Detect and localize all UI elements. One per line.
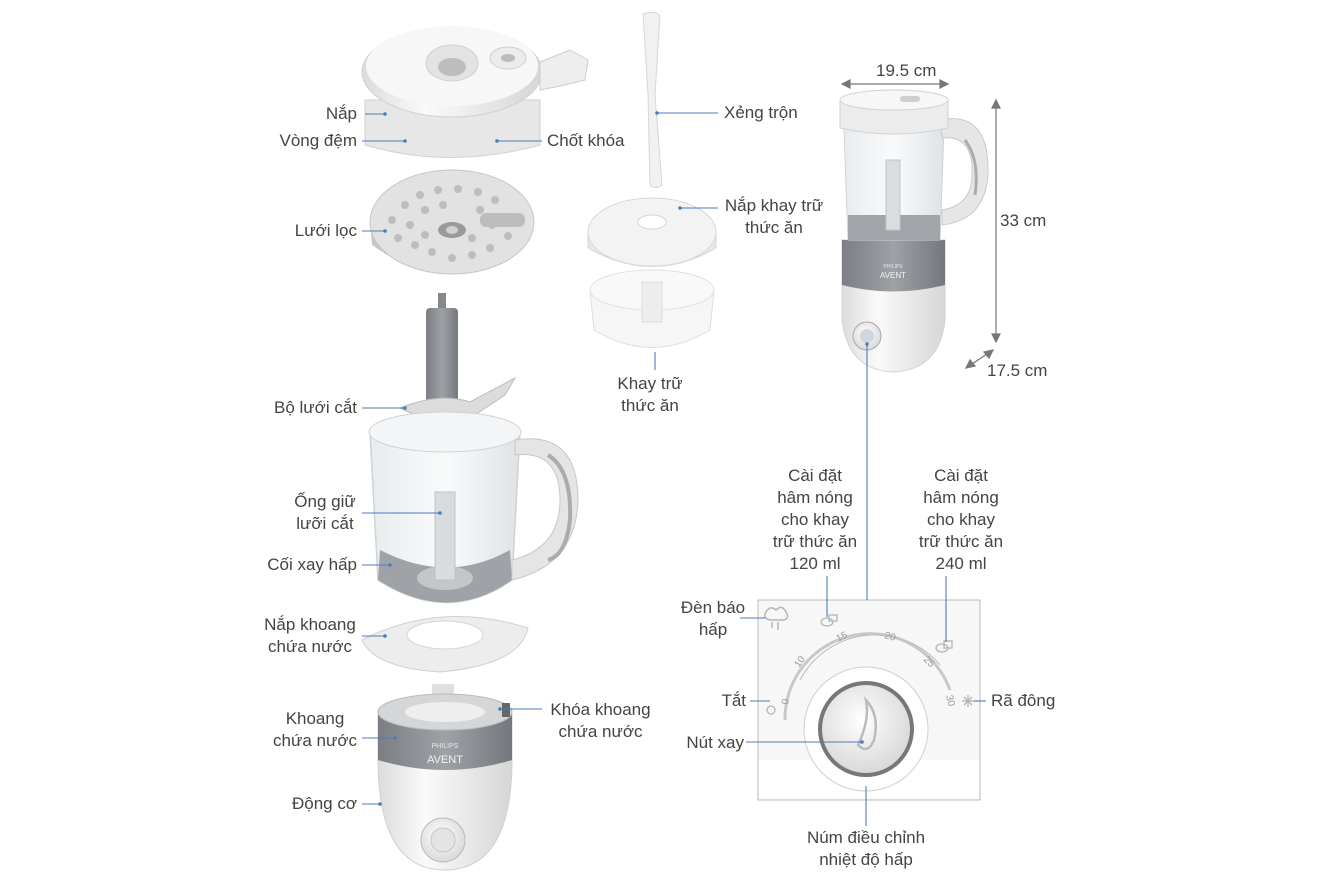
label-setting-120-line2: hâm nóng: [777, 488, 853, 507]
label-water-tank-lock-line1: Khóa khoang: [550, 700, 651, 719]
label-water-tank-line1: Khoang: [285, 709, 345, 728]
strainer: [369, 169, 535, 275]
label-lid: Nắp: [325, 104, 357, 123]
dimension-depth: 17.5 cm: [987, 361, 1048, 380]
brand-logo: AVENT: [427, 754, 463, 766]
label-storage-tray: Khay trữ thức ăn: [600, 373, 700, 417]
label-tray-lid-line1: Nắp khay trữ: [724, 196, 824, 215]
label-blade-holder-line2: lưỡi cắt: [296, 514, 354, 533]
blade-assembly: [398, 293, 517, 422]
label-spatula: Xẻng trộn: [724, 103, 798, 122]
label-water-tank-lid-line2: chứa nước: [268, 637, 352, 656]
leader-dots: [378, 111, 869, 806]
label-setting-120-line3: cho khay: [780, 510, 850, 529]
label-setting-120-line1: Cài đặt: [788, 466, 842, 485]
label-steam-jar: Cối xay hấp: [267, 555, 357, 574]
label-blade-set: Bộ lưới cắt: [274, 398, 357, 417]
label-blade-holder: Ống giữ lưỡi cắt: [270, 491, 380, 535]
storage-tray-lid: [587, 197, 717, 267]
label-defrost: Rã đông: [991, 691, 1056, 710]
water-tank-lid: [361, 615, 529, 673]
tray-120-icon: [820, 614, 838, 627]
label-setting-240-line1: Cài đặt: [934, 466, 988, 485]
label-gasket: Vòng đệm: [279, 131, 358, 150]
label-setting-240-line5: 240 ml: [935, 554, 987, 573]
leader-lines: [362, 112, 986, 826]
dial-tick-0: 0: [780, 698, 792, 706]
motor-base: PHILIPS AVENT: [377, 684, 513, 871]
label-strainer: Lưới lọc: [294, 221, 357, 240]
label-steam-light-line2: hấp: [698, 620, 728, 639]
dial-tick-30: 30: [943, 694, 957, 708]
blender-jar: [368, 411, 579, 604]
label-lock-pin: Chốt khóa: [547, 131, 625, 150]
label-water-tank-line2: chứa nước: [273, 731, 357, 750]
label-blend-button: Nút xay: [686, 733, 744, 752]
label-water-tank-lock-line2: chứa nước: [558, 722, 643, 741]
dimension-lines: [840, 79, 1001, 369]
label-setting-240: Cài đặt hâm nóng cho khay trữ thức ăn 24…: [906, 465, 1016, 575]
spatula: [642, 11, 663, 188]
label-setting-240-line3: cho khay: [926, 510, 996, 529]
product-brand-logo: AVENT: [880, 271, 906, 280]
control-panel-detail: 0 10 15 20 25 30: [757, 599, 981, 801]
label-off: Tắt: [721, 691, 746, 710]
dial-tick-15: 15: [835, 630, 850, 645]
label-blade-holder-line1: Ống giữ: [294, 492, 356, 511]
label-tray-lid: Nắp khay trữ thức ăn: [714, 195, 834, 239]
label-temp-knob-line1: Núm điều chỉnh: [806, 828, 926, 847]
defrost-icon: [962, 695, 974, 707]
tray-240-icon: [935, 640, 953, 653]
label-water-tank-lock: Khóa khoang chứa nước: [543, 699, 658, 743]
label-motor: Động cơ: [291, 794, 357, 813]
product-brand-small: PHILIPS: [883, 264, 903, 270]
brand-small: PHILIPS: [432, 743, 459, 750]
label-water-tank: Khoang chứa nước: [260, 708, 370, 752]
label-water-tank-lid-line1: Nắp khoang: [264, 615, 356, 634]
label-steam-light: Đèn báo hấp: [668, 597, 758, 641]
label-setting-120-line4: trữ thức ăn: [772, 532, 858, 551]
label-setting-240-line2: hâm nóng: [923, 488, 999, 507]
label-temp-knob: Núm điều chỉnh nhiệt độ hấp: [796, 827, 936, 871]
label-storage-tray-line1: Khay trữ: [617, 374, 683, 393]
label-setting-120-line5: 120 ml: [789, 554, 841, 573]
label-setting-240-line4: trữ thức ăn: [918, 532, 1004, 551]
label-storage-tray-line2: thức ăn: [621, 396, 679, 415]
label-temp-knob-line2: nhiệt độ hấp: [819, 850, 913, 869]
lid: [361, 26, 589, 158]
label-water-tank-lid: Nắp khoang chứa nước: [255, 614, 365, 658]
dimension-width: 19.5 cm: [876, 61, 937, 80]
storage-tray: [589, 269, 715, 348]
assembled-product: PHILIPS AVENT: [839, 89, 989, 373]
dial-tick-labels: 0 10 15 20 25 30: [780, 630, 957, 708]
label-tray-lid-line2: thức ăn: [745, 218, 803, 237]
steam-light-icon: [763, 606, 789, 630]
dial-tick-20: 20: [883, 630, 897, 644]
dimension-height: 33 cm: [1000, 211, 1047, 230]
label-setting-120: Cài đặt hâm nóng cho khay trữ thức ăn 12…: [760, 465, 870, 575]
off-icon: [766, 705, 776, 715]
label-steam-light-line1: Đèn báo: [680, 598, 746, 617]
